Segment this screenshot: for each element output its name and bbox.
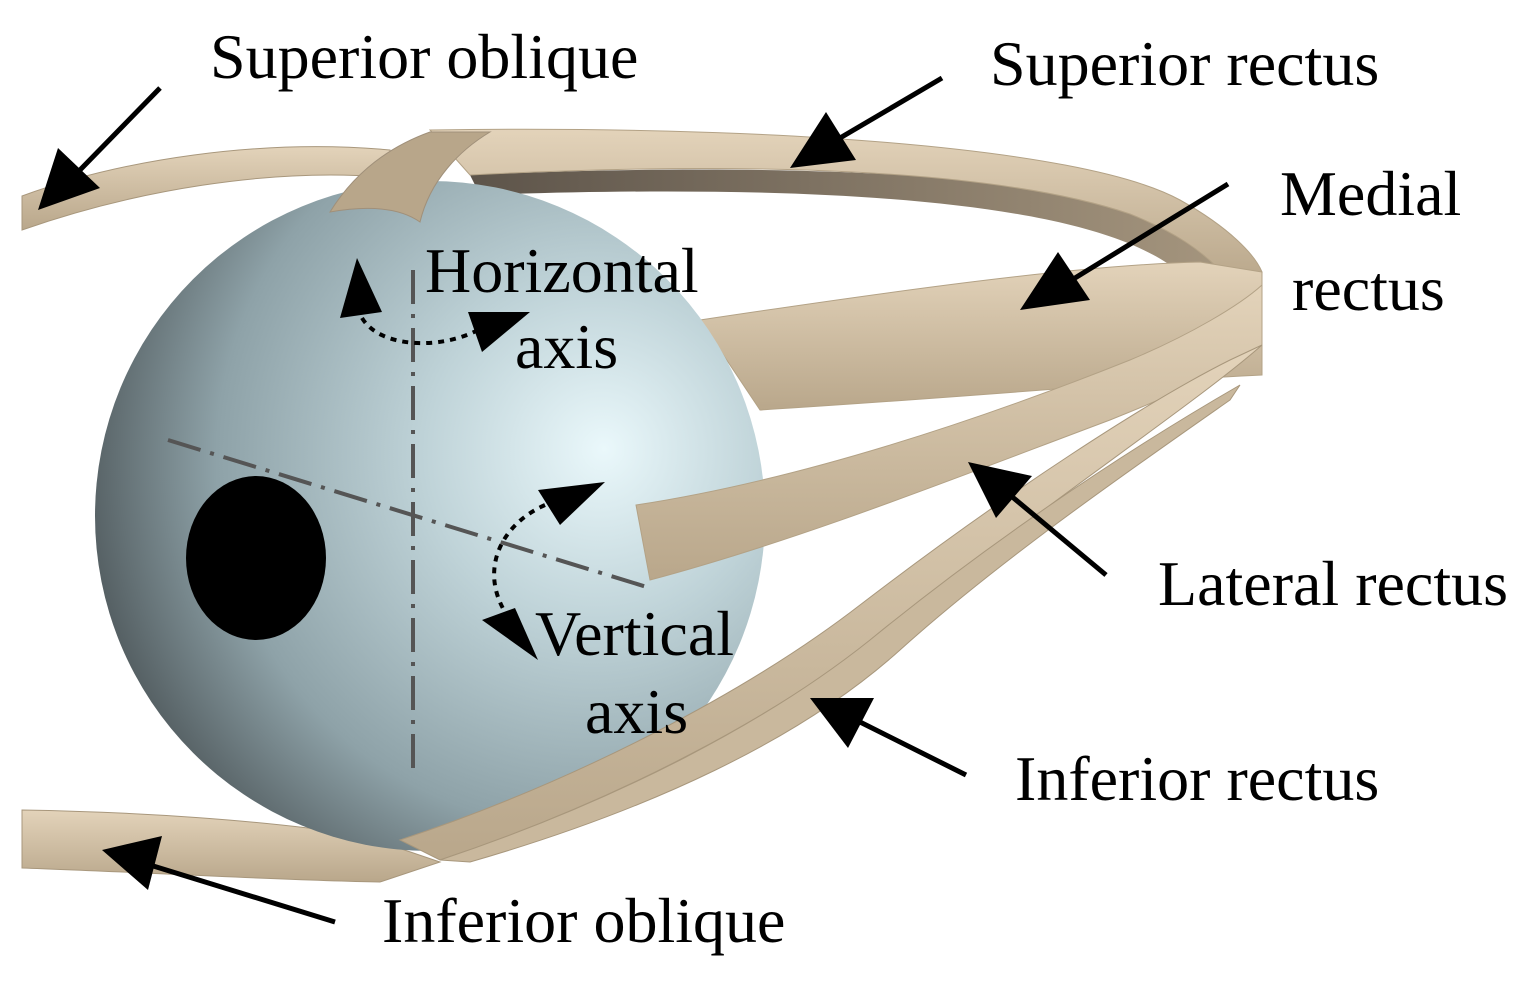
superior-rectus-inner-shadow — [470, 169, 1255, 300]
horizontal-axis-line — [167, 438, 651, 590]
pointer-inferior-rectus — [810, 698, 968, 778]
horizontal-rotation-arrowhead-right — [468, 312, 530, 352]
pointer-medial-rectus — [1020, 181, 1230, 310]
label-medial-rectus-line1: Medial — [1280, 158, 1461, 229]
label-inferior-oblique: Inferior oblique — [382, 885, 785, 956]
label-medial-rectus-line2: rectus — [1292, 253, 1445, 324]
pointer-inferior-oblique — [102, 836, 336, 925]
label-vertical-axis-line2: axis — [585, 676, 688, 747]
pointer-lateral-rectus — [968, 462, 1108, 577]
eyeball — [95, 181, 765, 851]
pupil — [186, 476, 326, 640]
label-superior-rectus: Superior rectus — [990, 28, 1379, 99]
horizontal-rotation-arrow — [360, 316, 479, 346]
vertical-rotation-arrowhead-bottom — [482, 608, 538, 660]
label-vertical-axis-line1: Vertical — [535, 598, 734, 669]
superior-rectus-insertion — [328, 131, 492, 223]
label-lateral-rectus: Lateral rectus — [1158, 548, 1508, 619]
inferior-rectus-inner-band — [439, 384, 1241, 863]
vertical-rotation-arrowhead-top — [538, 482, 605, 525]
vertical-rotation-arrow — [492, 503, 546, 614]
label-horizontal-axis-line2: axis — [515, 311, 618, 382]
label-horizontal-axis-line1: Horizontal — [425, 235, 699, 306]
pointer-superior-rectus — [790, 75, 944, 168]
pointer-superior-oblique — [38, 86, 162, 210]
horizontal-rotation-arrowhead-up — [340, 258, 382, 318]
label-inferior-rectus: Inferior rectus — [1015, 743, 1379, 814]
label-superior-oblique: Superior oblique — [210, 21, 638, 92]
